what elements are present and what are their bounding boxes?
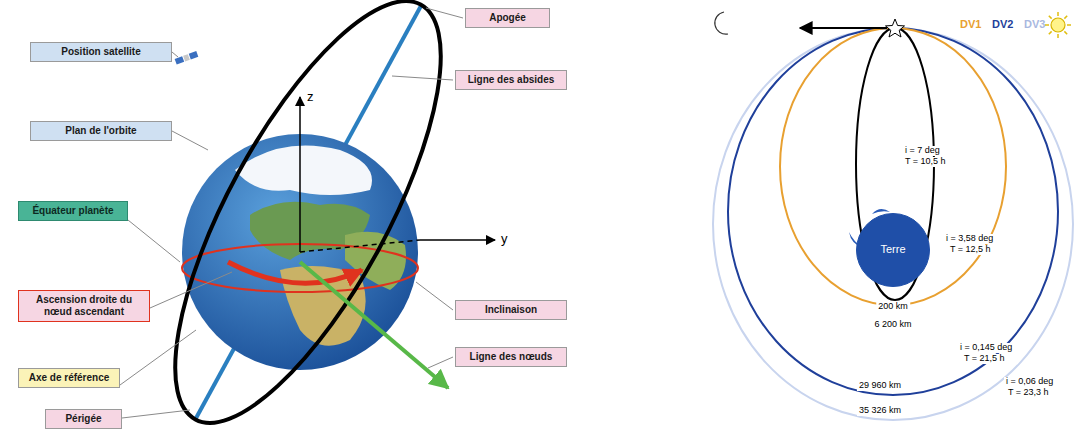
sun-ray [1064, 31, 1067, 34]
callout-box: Ascension droite du nœud ascendant [18, 290, 150, 322]
callout-text: Inclinaison [461, 304, 561, 316]
sun-ray [1064, 16, 1067, 19]
orbit-annotation: 6 200 km [872, 320, 913, 330]
orbit-annotation: 200 km [876, 302, 910, 312]
callout-box: Périgée [45, 409, 122, 429]
velocity-arrow [800, 27, 887, 29]
leader-lines [120, 8, 463, 418]
moon-symbol [715, 12, 728, 34]
callout-box: Inclinaison [455, 300, 567, 320]
callout-box: Ligne des nœuds [455, 347, 567, 367]
earth-circle: Terre [856, 213, 930, 287]
maneuver-label: DV1 [960, 18, 981, 30]
left-illustration [120, 0, 495, 429]
callout-text: Terre [880, 243, 905, 256]
callout-text: Équateur planète [24, 205, 122, 217]
z-axis [299, 97, 301, 252]
orbit-annotation: i = 7 deg [903, 146, 942, 156]
sun-symbol [1045, 12, 1071, 38]
callout-text: Position satellite [36, 46, 166, 58]
orbit-dv1 [780, 28, 1006, 305]
orbit-annotation: i = 0,06 deg [1004, 377, 1055, 387]
orbit-annotation: T = 23,3 h [1006, 388, 1051, 398]
callout-text: Ascension droite du nœud ascendant [24, 294, 144, 318]
callout-box: Apogée [465, 8, 550, 28]
callout-text: Ligne des nœuds [461, 351, 561, 363]
sun-ray [1057, 12, 1059, 16]
callout-box: Axe de référence [18, 368, 120, 388]
apogee-star [886, 19, 905, 37]
x-axis-dashed [300, 240, 420, 252]
orbit-annotation: T = 21,5 h [962, 354, 1007, 364]
arctic [235, 146, 372, 196]
right-illustration [713, 12, 1073, 420]
callout-box: Plan de l'orbite [30, 121, 172, 141]
callout-box: Équateur planète [18, 201, 128, 221]
orbit-dv2 [728, 28, 1058, 395]
axis-label: z [307, 90, 314, 104]
sun-ray [1045, 24, 1049, 26]
orbit-annotation: i = 0,145 deg [958, 343, 1014, 353]
orbit-annotation: 29 960 km [857, 381, 903, 391]
satellite-icon [175, 51, 199, 65]
y-axis [420, 239, 495, 241]
sun-ray [1067, 24, 1071, 26]
sun-ray [1049, 16, 1052, 19]
callout-box: Ligne des absides [455, 70, 567, 90]
callout-text: Plan de l'orbite [36, 125, 166, 137]
orbit-annotation: T = 12,5 h [948, 245, 993, 255]
callout-box: Position satellite [30, 42, 172, 62]
node-line-arrow [300, 262, 448, 388]
maneuver-label: DV3 [1024, 18, 1045, 30]
orbit-dv3 [713, 28, 1073, 420]
orbit-annotation: 35 326 km [857, 406, 903, 416]
axis-label: y [501, 232, 508, 246]
sun-ray [1057, 34, 1059, 38]
maneuver-label: DV2 [992, 18, 1013, 30]
callout-text: Ligne des absides [461, 74, 561, 86]
callout-text: Périgée [51, 413, 116, 425]
ascension-arc [228, 262, 362, 283]
orbit-annotation: i = 3,58 deg [944, 234, 995, 244]
orbit-ellipse [125, 0, 491, 429]
orbit-annotation: T = 10,5 h [903, 157, 948, 167]
sun-ray [1049, 31, 1052, 34]
callout-text: Apogée [471, 12, 544, 24]
callout-text: Axe de référence [24, 372, 114, 384]
